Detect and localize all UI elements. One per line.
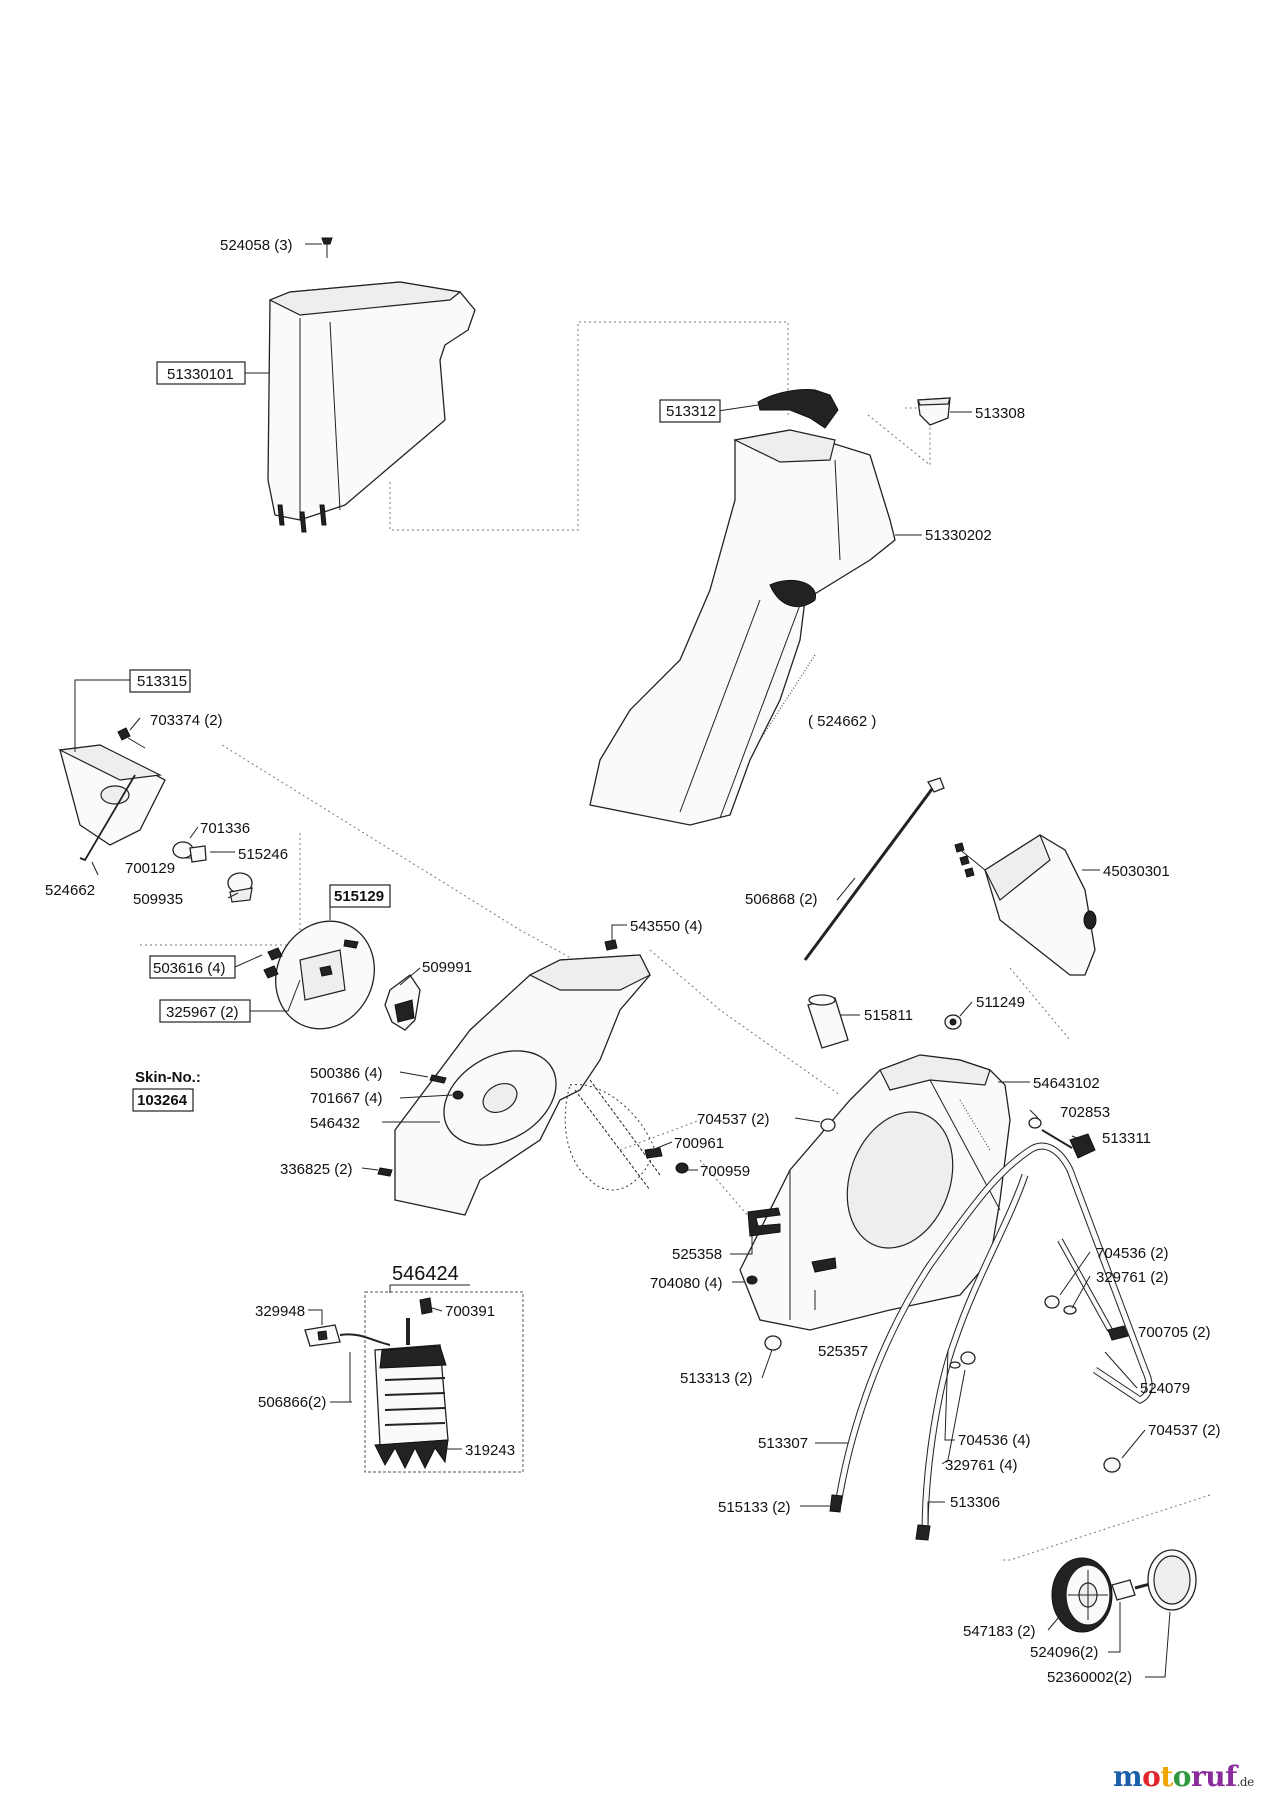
label-547183: 547183 (2) bbox=[963, 1623, 1036, 1640]
label-700959: 700959 bbox=[700, 1163, 750, 1180]
assembly-guide-lines bbox=[140, 321, 1211, 1561]
label-515246: 515246 bbox=[238, 846, 288, 863]
label-525357: 525357 bbox=[818, 1343, 868, 1360]
label-513315: 513315 bbox=[137, 673, 187, 690]
frame-handles bbox=[829, 1142, 1153, 1541]
label-701336: 701336 bbox=[200, 820, 250, 837]
label-543550: 543550 (4) bbox=[630, 918, 703, 935]
label-704537-frame: 704537 (2) bbox=[1148, 1422, 1221, 1439]
label-54643102: 54643102 bbox=[1033, 1075, 1100, 1092]
label-51330202: 51330202 bbox=[925, 527, 992, 544]
label-704080: 704080 (4) bbox=[650, 1275, 723, 1292]
label-513308: 513308 bbox=[975, 405, 1025, 422]
label-700705: 700705 (2) bbox=[1138, 1324, 1211, 1341]
skin-number-title: Skin-No.: bbox=[135, 1069, 201, 1086]
label-509991: 509991 bbox=[422, 959, 472, 976]
label-704536-upper: 704536 (2) bbox=[1096, 1245, 1169, 1262]
label-509935: 509935 bbox=[133, 891, 183, 908]
main-housing-part bbox=[739, 1054, 1011, 1351]
label-506866: 506866(2) bbox=[258, 1394, 326, 1411]
label-513313: 513313 (2) bbox=[680, 1370, 753, 1387]
label-515133: 515133 (2) bbox=[718, 1499, 791, 1516]
motor-assembly bbox=[304, 1291, 524, 1473]
label-515811: 515811 bbox=[864, 1007, 913, 1024]
small-knob-parts bbox=[172, 841, 253, 903]
label-524058: 524058 (3) bbox=[220, 237, 293, 254]
label-329948: 329948 bbox=[255, 1303, 305, 1320]
part-number-labels: 524058 (3) 51330101 513312 513308 513302… bbox=[45, 237, 1221, 1686]
label-700961: 700961 bbox=[674, 1135, 724, 1152]
deflector-flap-part bbox=[57, 727, 166, 862]
leader-lines bbox=[74, 243, 1171, 1678]
adjusting-knob-part bbox=[384, 974, 421, 1031]
side-knob-part bbox=[1028, 1117, 1096, 1159]
label-524079: 524079 bbox=[1140, 1380, 1190, 1397]
label-546424: 546424 bbox=[392, 1263, 459, 1285]
label-511249: 511249 bbox=[976, 994, 1025, 1011]
switch-box-part bbox=[954, 834, 1097, 976]
label-503616: 503616 (4) bbox=[153, 960, 226, 977]
plate-and-cap-parts bbox=[757, 389, 951, 429]
motoruf-logo: motoruf.de bbox=[1113, 1760, 1254, 1793]
label-525358: 525358 bbox=[672, 1246, 722, 1263]
label-319243: 319243 bbox=[465, 1442, 515, 1459]
label-703374: 703374 (2) bbox=[150, 712, 223, 729]
label-702853: 702853 bbox=[1060, 1104, 1110, 1121]
label-329761-upper: 329761 (2) bbox=[1096, 1269, 1169, 1286]
rotor-part bbox=[564, 1079, 689, 1191]
label-701667: 701667 (4) bbox=[310, 1090, 383, 1107]
label-513311: 513311 bbox=[1102, 1130, 1151, 1147]
label-500386: 500386 (4) bbox=[310, 1065, 383, 1082]
boxed-label-frames bbox=[129, 361, 721, 1112]
label-506868: 506868 (2) bbox=[745, 891, 818, 908]
label-700129: 700129 bbox=[125, 860, 175, 877]
label-325967: 325967 (2) bbox=[166, 1004, 239, 1021]
wheel-parts bbox=[1051, 1549, 1197, 1633]
hopper-chute-part bbox=[589, 429, 896, 826]
hopper-top-part bbox=[267, 237, 476, 533]
label-524096: 524096(2) bbox=[1030, 1644, 1098, 1661]
label-704537-housing: 704537 (2) bbox=[697, 1111, 770, 1128]
label-515129: 515129 bbox=[334, 888, 384, 905]
label-513307: 513307 bbox=[758, 1435, 808, 1452]
label-45030301: 45030301 bbox=[1103, 863, 1170, 880]
cap-part bbox=[944, 1014, 962, 1030]
blade-disc-part bbox=[263, 920, 375, 1030]
label-336825: 336825 (2) bbox=[280, 1161, 353, 1178]
label-513312: 513312 bbox=[666, 403, 716, 420]
label-524662-spring: ( 524662 ) bbox=[808, 713, 876, 730]
label-704536-lower: 704536 (4) bbox=[958, 1432, 1031, 1449]
label-546432: 546432 bbox=[310, 1115, 360, 1132]
lower-housing-part bbox=[377, 939, 651, 1216]
power-cable-part bbox=[799, 777, 945, 1049]
label-52360002: 52360002(2) bbox=[1047, 1669, 1132, 1686]
skin-number-value: 103264 bbox=[137, 1092, 188, 1109]
label-700391: 700391 bbox=[445, 1303, 495, 1320]
label-51330101: 51330101 bbox=[167, 366, 234, 383]
label-524662: 524662 bbox=[45, 882, 95, 899]
label-329761-lower: 329761 (4) bbox=[945, 1457, 1018, 1474]
label-513306: 513306 bbox=[950, 1494, 1000, 1511]
